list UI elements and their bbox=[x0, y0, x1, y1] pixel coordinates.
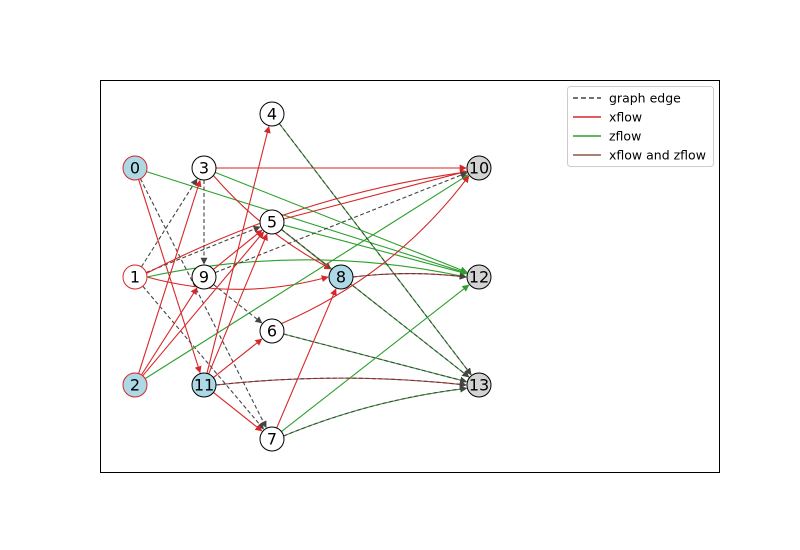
node-7-circle bbox=[259, 426, 285, 452]
node-3-circle bbox=[191, 155, 217, 181]
node-4: 4 bbox=[259, 101, 285, 127]
node-2-circle bbox=[122, 372, 148, 398]
node-6: 6 bbox=[259, 318, 285, 344]
node-5-label: 5 bbox=[267, 213, 277, 232]
edge-1-to-3-graph bbox=[140, 178, 198, 268]
edge-9-to-10-graph bbox=[214, 171, 468, 274]
edge-11-to-4-xflow bbox=[206, 125, 271, 374]
edge-2-to-3-xflow bbox=[138, 179, 202, 374]
node-8-circle bbox=[328, 264, 354, 290]
node-6-label: 6 bbox=[267, 322, 277, 341]
node-9: 9 bbox=[191, 264, 217, 290]
legend-box bbox=[567, 86, 714, 167]
edge-8-to-12-graph bbox=[352, 272, 467, 280]
legend-label-xflow: xflow bbox=[609, 110, 642, 125]
node-3-label: 3 bbox=[199, 159, 209, 178]
node-12-label: 12 bbox=[469, 268, 489, 287]
node-11: 11 bbox=[191, 372, 217, 398]
node-0-label: 0 bbox=[130, 159, 140, 178]
node-13-circle bbox=[466, 372, 492, 398]
node-0: 0 bbox=[122, 155, 148, 181]
edge-11-to-6-xflow bbox=[213, 338, 263, 378]
node-7-label: 7 bbox=[267, 430, 277, 449]
node-12-circle bbox=[466, 264, 492, 290]
node-4-circle bbox=[259, 101, 285, 127]
edge-1-to-7-graph bbox=[142, 285, 265, 430]
edge-11-to-13-graph bbox=[215, 377, 467, 388]
node-8: 8 bbox=[328, 264, 354, 290]
edge-11-to-5-xflow bbox=[208, 233, 268, 375]
edge-7-to-12-zflow bbox=[281, 284, 470, 433]
node-4-label: 4 bbox=[267, 105, 277, 124]
edge-1-to-8-xflow bbox=[146, 275, 329, 290]
node-9-label: 9 bbox=[199, 268, 209, 287]
legend: graph edge xflow zflow xflow and zflow bbox=[567, 86, 714, 167]
node-1-circle bbox=[122, 264, 148, 290]
node-12: 12 bbox=[466, 264, 492, 290]
edge-2-to-9-xflow bbox=[140, 287, 198, 376]
edge-7-to-8-xflow bbox=[276, 288, 337, 429]
node-11-label: 11 bbox=[194, 376, 214, 395]
edge-0-to-12-zflow bbox=[146, 171, 468, 275]
node-2-label: 2 bbox=[130, 376, 140, 395]
node-0-circle bbox=[122, 155, 148, 181]
edge-2-to-5-xflow bbox=[142, 231, 265, 377]
edge-7-to-13-graph bbox=[283, 385, 468, 437]
node-13-label: 13 bbox=[469, 376, 489, 395]
legend-label-zflow: zflow bbox=[609, 129, 641, 144]
node-10-circle bbox=[466, 155, 492, 181]
edge-3-to-12-zflow bbox=[214, 171, 468, 274]
node-3: 3 bbox=[191, 155, 217, 181]
node-10-label: 10 bbox=[469, 159, 489, 178]
edge-5-to-12-zflow bbox=[283, 224, 468, 276]
node-1-label: 1 bbox=[130, 268, 140, 287]
edge-5-to-13-graph bbox=[281, 228, 470, 378]
node-11-circle bbox=[191, 372, 217, 398]
edge-6-to-10-xflow bbox=[281, 175, 470, 325]
legend-label-xflow-and-zflow: xflow and zflow bbox=[609, 148, 706, 163]
node-5: 5 bbox=[259, 209, 285, 235]
edge-1-to-10-xflow bbox=[146, 169, 468, 274]
node-7: 7 bbox=[259, 426, 285, 452]
node-10: 10 bbox=[466, 155, 492, 181]
node-9-circle bbox=[191, 264, 217, 290]
edges-layer bbox=[138, 123, 472, 437]
edge-2-to-10-zflow bbox=[144, 174, 469, 380]
edge-5-to-10-xflow bbox=[283, 169, 468, 220]
edge-11-to-7-xflow bbox=[213, 392, 263, 432]
node-6-circle bbox=[259, 318, 285, 344]
node-8-label: 8 bbox=[336, 268, 346, 287]
node-1: 1 bbox=[122, 264, 148, 290]
legend-label-graph-edge: graph edge bbox=[609, 91, 681, 106]
edge-1-to-12-zflow bbox=[146, 259, 467, 280]
node-13: 13 bbox=[466, 372, 492, 398]
node-2: 2 bbox=[122, 372, 148, 398]
node-5-circle bbox=[259, 209, 285, 235]
